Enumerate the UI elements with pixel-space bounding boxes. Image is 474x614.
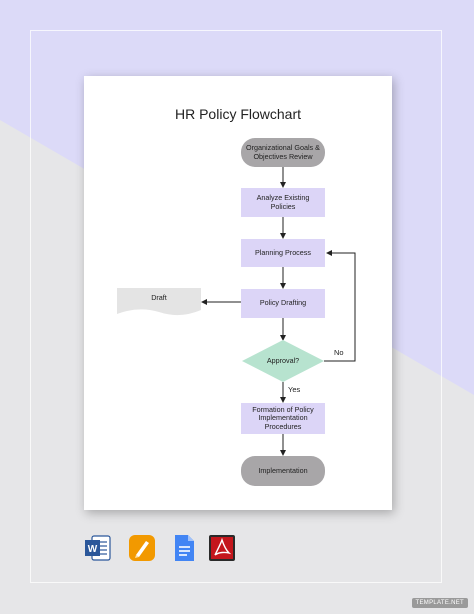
google-docs-icon[interactable] <box>170 534 198 562</box>
flowchart-connectors <box>201 167 356 456</box>
edge-approval-no-loop <box>324 250 356 362</box>
node-policy-drafting: Policy Drafting <box>241 289 325 318</box>
word-icon[interactable]: W <box>84 534 112 562</box>
template-watermark: TEMPLATE.NET <box>411 598 468 608</box>
approval-diamond-shape <box>242 340 324 382</box>
pages-icon[interactable] <box>128 534 156 562</box>
node-formation-of-procedures: Formation of Policy Implementation Proce… <box>241 403 325 434</box>
page-title: HR Policy Flowchart <box>174 106 302 122</box>
edge-label-no: No <box>334 348 344 357</box>
node-planning-process: Planning Process <box>241 239 325 267</box>
pdf-icon[interactable] <box>208 534 236 562</box>
node-approval-decision: Approval? <box>266 355 300 365</box>
node-draft: Draft <box>151 292 167 302</box>
node-analyze-existing-policies: Analyze Existing Policies <box>241 188 325 217</box>
word-letter: W <box>88 544 98 555</box>
node-org-goals-review: Organizational Goals & Objectives Review <box>241 138 325 167</box>
draft-document-shape <box>117 288 201 316</box>
edge-label-yes: Yes <box>288 385 301 394</box>
node-implementation: Implementation <box>241 456 325 486</box>
decorative-frame <box>30 30 442 583</box>
